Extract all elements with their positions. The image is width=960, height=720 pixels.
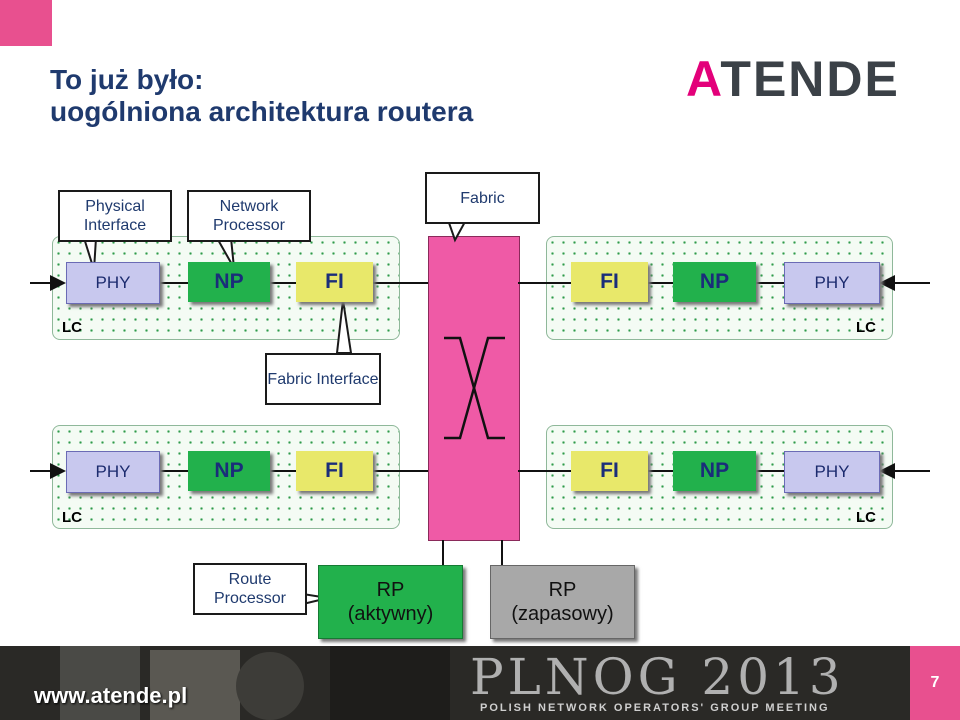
lc-label: LC	[856, 509, 876, 526]
lc-label: LC	[62, 509, 82, 526]
website-link[interactable]: www.atende.pl	[34, 683, 188, 708]
rp-backup-state: (zapasowy)	[511, 603, 614, 625]
title-line-1: To już było:	[50, 64, 204, 95]
lc-label: LC	[856, 319, 876, 336]
np-block: NP	[673, 451, 756, 491]
slide-title: To już było: uogólniona architektura rou…	[50, 64, 473, 128]
page-number: 7	[910, 646, 960, 720]
fi-block: FI	[296, 451, 373, 491]
crossbar-icon	[444, 336, 505, 440]
phy-block: PHY	[784, 451, 880, 493]
callout-network-processor: Network Processor	[187, 190, 311, 242]
rp-active-state: (aktywny)	[347, 603, 434, 625]
np-block: NP	[188, 451, 270, 491]
callout-route-processor: Route Processor	[193, 563, 307, 615]
np-block: NP	[188, 262, 270, 302]
phy-block: PHY	[66, 451, 160, 493]
event-subtitle: POLISH NETWORK OPERATORS' GROUP MEETING	[480, 702, 830, 714]
phy-block: PHY	[66, 262, 160, 304]
fi-block: FI	[571, 262, 648, 302]
footer-banner	[0, 646, 960, 720]
fi-block: FI	[296, 262, 373, 302]
rp-backup-name: RP	[548, 579, 577, 601]
corner-accent	[0, 0, 52, 46]
callout-physical-interface: Physical Interface	[58, 190, 172, 242]
rp-active: RP (aktywny)	[318, 565, 463, 639]
fi-block: FI	[571, 451, 648, 491]
event-logo: PLNOG 2013	[470, 648, 845, 706]
np-block: NP	[673, 262, 756, 302]
lc-label: LC	[62, 319, 82, 336]
rp-backup: RP (zapasowy)	[490, 565, 635, 639]
title-line-2: uogólniona architektura routera	[50, 96, 474, 127]
atende-logo: ATENDE	[686, 51, 900, 107]
phy-block: PHY	[784, 262, 880, 304]
callout-fabric: Fabric	[425, 172, 540, 224]
rp-active-name: RP	[376, 579, 405, 601]
footer-texture	[0, 646, 960, 720]
callout-fabric-interface: Fabric Interface	[265, 353, 381, 405]
